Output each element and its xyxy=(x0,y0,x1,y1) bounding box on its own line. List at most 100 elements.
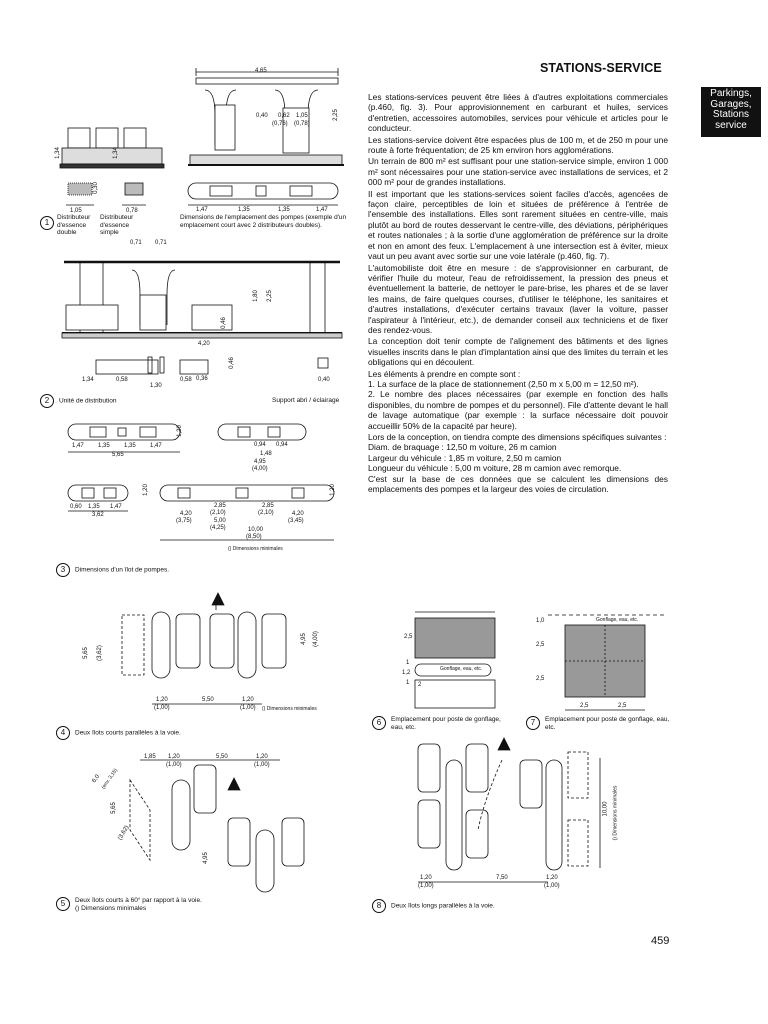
figure-1-number-a: 1 xyxy=(40,216,84,230)
dim-label: (8,50) xyxy=(246,534,262,540)
dim-label: 2,85 xyxy=(262,503,274,509)
dim-label: 0,58 xyxy=(116,377,128,383)
figure-number: 6 xyxy=(372,716,386,730)
spec-line: Diam. de braquage : 12,50 m voiture, 26 … xyxy=(368,442,557,453)
figure-number: 7 xyxy=(526,716,540,730)
dim-label: 4,20 xyxy=(292,511,304,517)
dim-label: (0,78) xyxy=(294,121,310,127)
figure-6 xyxy=(414,611,496,709)
dim-label: 0,71 xyxy=(155,240,167,246)
paragraph: Lors de la conception, on tiendra compte… xyxy=(368,432,667,442)
figure-3 xyxy=(67,423,335,541)
fig3-caption-text: Dimensions d'un îlot de pompes. xyxy=(75,566,170,574)
dim-label: 1,47 xyxy=(316,207,328,213)
paragraph: C'est sur la base de ces données que se … xyxy=(368,473,668,495)
fig4-caption-text: Deux îlots courts parallèles à la voie. xyxy=(75,729,181,737)
fig1-caption: Dimensions de l'emplacement des pompes (… xyxy=(180,214,347,229)
paragraph: Les stations-services peuvent être liées… xyxy=(368,92,668,134)
dim-label: 1,47 xyxy=(196,207,208,213)
fig3-note: () Dimensions minimales xyxy=(228,546,283,552)
dim-label: 1,20 xyxy=(256,754,268,760)
section-tab-line: Parkings, xyxy=(710,88,752,99)
spec-line: Longueur du véhicule : 5,00 m voiture, 2… xyxy=(368,463,622,474)
dim-label: (3,45) xyxy=(288,518,304,524)
figure-1 xyxy=(59,68,344,206)
dim-label: 0,40 xyxy=(318,377,330,383)
figure-7 xyxy=(548,614,665,711)
fig2-label-b: Support abri / éclairage xyxy=(272,397,340,404)
fig5-note: () Dimensions minimales xyxy=(75,904,147,912)
dim-label: 1,47 xyxy=(72,443,84,449)
paragraph: La conception doit tenir compte de l'ali… xyxy=(368,336,668,368)
fig1-label-a: Distributeur d'essence double xyxy=(57,214,91,236)
page-title: STATIONS-SERVICE xyxy=(540,61,662,75)
fig1-label-b: Distributeur d'essence simple xyxy=(100,214,134,236)
figure-8 xyxy=(417,737,601,883)
dim-label: 1,35 xyxy=(278,207,290,213)
dim-label: 0,71 xyxy=(130,240,142,246)
fig6-caption-text: Emplacement pour poste de gonflage, eau,… xyxy=(391,716,501,731)
dim-label: 1,34 xyxy=(112,147,119,159)
dim-label: 1,0 xyxy=(536,618,545,624)
dim-label: 1,20 xyxy=(168,754,180,760)
dim-label: 0,46 xyxy=(228,357,235,369)
fig7-caption: 7 Emplacement pour poste de gonflage, ea… xyxy=(526,716,676,731)
figure-5 xyxy=(129,759,305,893)
page-number: 459 xyxy=(651,935,670,947)
fig6-caption: 6 Emplacement pour poste de gonflage, ea… xyxy=(372,716,512,731)
dim-label: 2,85 xyxy=(214,503,226,509)
dim-label: 0,60 xyxy=(70,504,82,510)
box-label: Gonflage, eau, etc. xyxy=(440,666,483,672)
dim-label: 5,50 xyxy=(216,754,228,760)
dim-label: (0,76) xyxy=(272,121,288,127)
dim-label: 0,94 xyxy=(254,442,266,448)
dim-label: 1,80 xyxy=(252,290,259,302)
dim-label: 2,5 xyxy=(618,703,627,709)
dim-label: 4,20 xyxy=(180,511,192,517)
dim-label: 2 xyxy=(418,682,422,688)
figure-number: 3 xyxy=(56,563,70,577)
dim-label: 1 xyxy=(406,680,410,686)
dim-label: (3,75) xyxy=(176,518,192,524)
fig8-caption: 8 Deux îlots longs parallèles à la voie. xyxy=(372,899,495,913)
dim-label: (4,00) xyxy=(252,466,268,472)
dim-label: 7,50 xyxy=(496,875,508,881)
dim-label: 1,35 xyxy=(124,443,136,449)
fig3-caption: 3 Dimensions d'un îlot de pompes. xyxy=(56,563,169,577)
dim-label: 0,62 xyxy=(278,113,290,119)
dim-label: 1,85 xyxy=(144,754,156,760)
fig5-caption: 5 Deux îlots courts à 60° par rapport à … xyxy=(56,897,246,912)
paragraph: Il est important que les stations-servic… xyxy=(368,188,668,262)
dim-label: 1,20 xyxy=(242,697,254,703)
dim-label: 0,94 xyxy=(276,442,288,448)
dim-label: 4,20 xyxy=(198,341,210,347)
dim-label: (4,25) xyxy=(210,525,226,531)
dim-label: 0,78 xyxy=(126,208,138,214)
dim-label: 3,62 xyxy=(92,512,104,518)
spec-line: Largeur du véhicule : 1,85 m voiture, 2,… xyxy=(368,452,562,463)
paragraph: Les stations-service doivent être espacé… xyxy=(368,134,668,156)
fig7-caption-text: Emplacement pour poste de gonflage, eau,… xyxy=(545,716,670,731)
list-item: 2. Le nombre des places nécessaires (par… xyxy=(368,389,668,431)
dim-label: 1,30 xyxy=(150,383,162,389)
figure-number: 5 xyxy=(56,897,70,911)
dim-label: 1,20 xyxy=(156,697,168,703)
figure-number: 8 xyxy=(372,899,386,913)
dim-label: 0,36 xyxy=(196,376,208,382)
dim-label: 1 xyxy=(406,660,410,666)
dim-label: 0,58 xyxy=(180,377,192,383)
fig8-note: () Dimensions minimales xyxy=(612,785,619,841)
dim-label: (4,00) xyxy=(312,631,319,647)
box-label: Gonflage, eau, etc. xyxy=(596,617,639,623)
figure-2 xyxy=(61,260,343,375)
fig5-caption-text: Deux îlots courts à 60° par rapport à la… xyxy=(75,897,202,904)
dim-label: 0,40 xyxy=(256,113,268,119)
dim-label: 5,00 xyxy=(214,518,226,524)
dim-label: 1,35 xyxy=(238,207,250,213)
section-tab-line: Stations xyxy=(712,109,750,120)
dim-label: 10,00 xyxy=(248,527,264,533)
dim-label: (1,00) xyxy=(154,705,170,711)
fig8-caption-text: Deux îlots longs parallèles à la voie. xyxy=(391,902,495,910)
